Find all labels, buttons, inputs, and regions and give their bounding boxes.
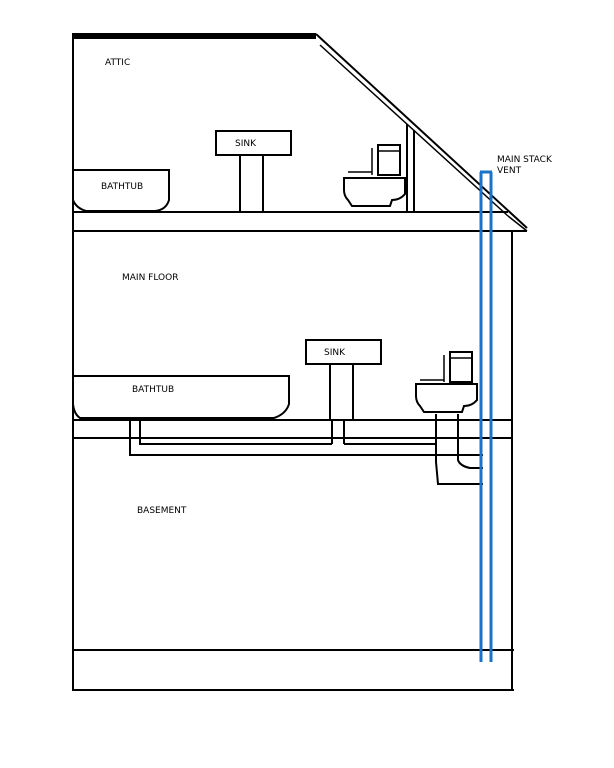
- attic-toilet: [343, 144, 406, 207]
- main-stack-vent: [479, 170, 493, 662]
- attic-label: ATTIC: [105, 58, 130, 68]
- main-floor-label: MAIN FLOOR: [122, 273, 178, 283]
- attic-sink-label: SINK: [235, 139, 257, 149]
- basement-label: BASEMENT: [137, 506, 187, 516]
- vent-label-line2: VENT: [497, 166, 522, 176]
- attic-floor-slab: [73, 211, 528, 232]
- attic-bathtub: BATHTUB: [72, 169, 170, 212]
- drain-pipes: [129, 414, 483, 485]
- main-sink-label: SINK: [324, 348, 346, 358]
- house-outline: [72, 33, 514, 691]
- main-bathtub-label: BATHTUB: [132, 385, 174, 395]
- main-bathtub: BATHTUB: [72, 375, 290, 419]
- main-sink: SINK: [305, 339, 382, 420]
- main-floor-slab: [73, 419, 512, 439]
- attic-bathtub-label: BATHTUB: [101, 182, 143, 192]
- attic-wall-post: [406, 124, 415, 212]
- main-toilet: [415, 351, 478, 413]
- attic-sink: SINK: [215, 130, 292, 211]
- vent-label-line1: MAIN STACK: [497, 155, 553, 165]
